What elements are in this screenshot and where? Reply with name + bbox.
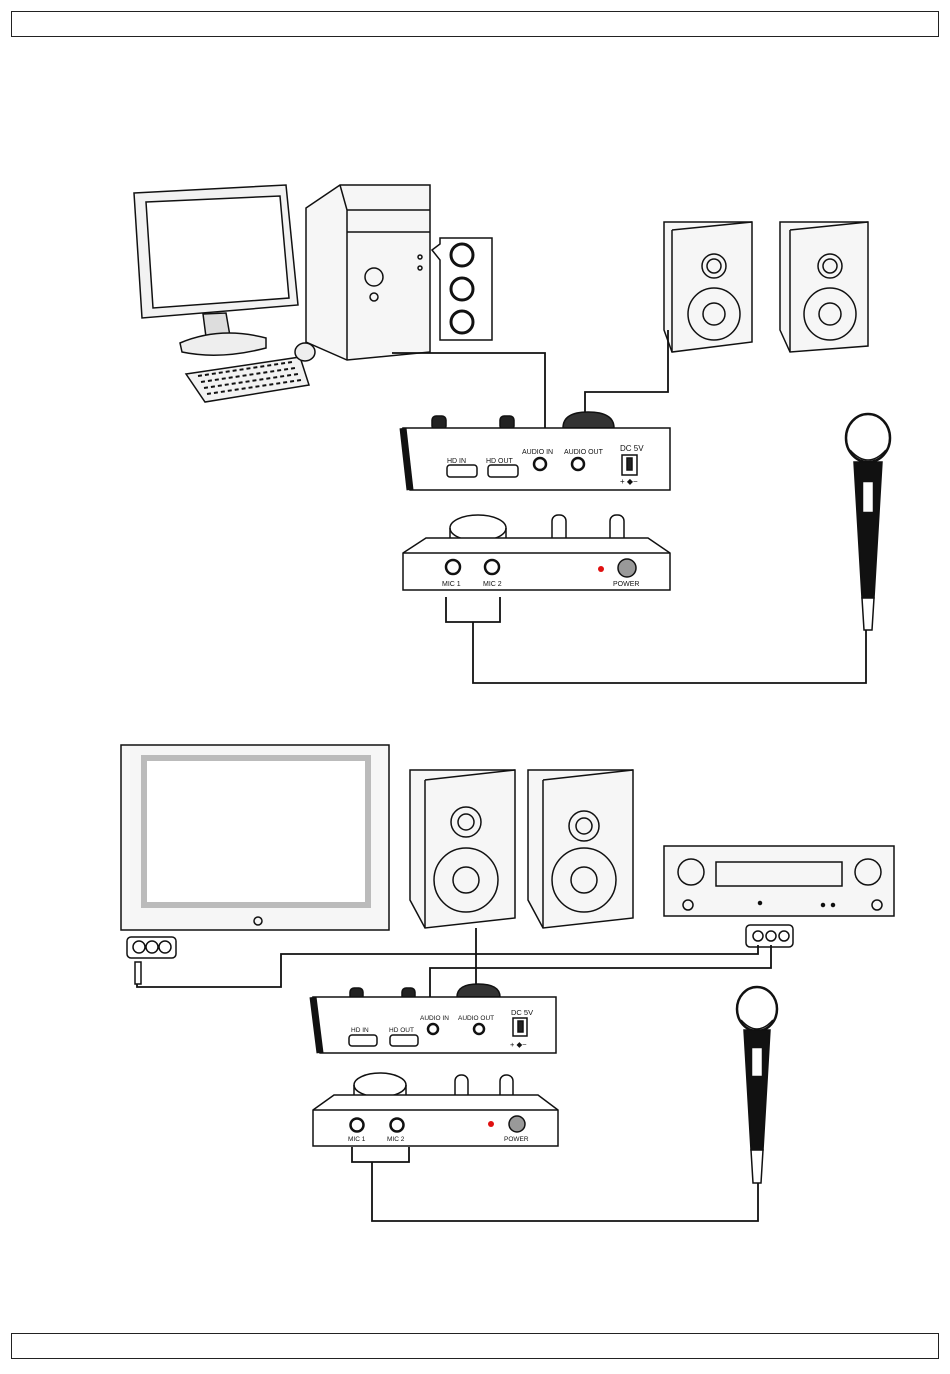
pc-tower-icon [306,185,430,360]
pc-monitor-icon [134,185,298,355]
hd-in-label: HD IN [351,1027,369,1034]
cable-mic [446,597,866,683]
cable-tv-to-amplifier [137,945,758,987]
diagram-pc-setup: HD IN HD OUT AUDIO IN AUDIO OUT DC 5V + … [134,185,890,683]
speaker-left-icon [410,770,515,928]
speaker-left-icon [664,222,752,352]
speaker-right-icon [528,770,633,928]
tv-audio-jacks-icon [127,937,176,984]
hd-out-label: HD OUT [389,1027,414,1034]
mouse-icon [295,343,315,361]
mic1-label: MIC 1 [348,1136,366,1143]
cable-mic [352,1147,758,1221]
power-led-icon [488,1121,494,1127]
audio-out-label: AUDIO OUT [458,1015,494,1022]
power-label: POWER [504,1136,529,1143]
audio-in-label: AUDIO IN [522,449,553,456]
mic1-label: MIC 1 [442,581,461,588]
polarity-label: + ◆− [510,1040,527,1049]
audio-out-label: AUDIO OUT [564,449,604,456]
amplifier-icon [664,846,894,916]
device-front-panel [403,515,670,590]
hd-in-label: HD IN [447,458,466,465]
microphone-icon [737,987,777,1183]
dc-label: DC 5V [620,444,644,453]
power-led-icon [598,566,604,572]
diagram-tv-setup: HD IN HD OUT AUDIO IN AUDIO OUT DC 5V + … [121,745,894,1221]
tv-icon [121,745,389,930]
amplifier-audio-jacks-icon [746,925,793,947]
mic2-label: MIC 2 [483,581,502,588]
mic2-label: MIC 2 [387,1136,405,1143]
audio-in-label: AUDIO IN [420,1015,449,1022]
speaker-right-icon [780,222,868,352]
power-label: POWER [613,581,639,588]
hd-out-label: HD OUT [486,458,514,465]
pc-audio-jacks-icon [432,238,492,340]
dc-label: DC 5V [511,1008,533,1017]
keyboard-icon [186,357,309,402]
microphone-icon [846,414,890,630]
polarity-label: + ◆− [620,477,638,486]
